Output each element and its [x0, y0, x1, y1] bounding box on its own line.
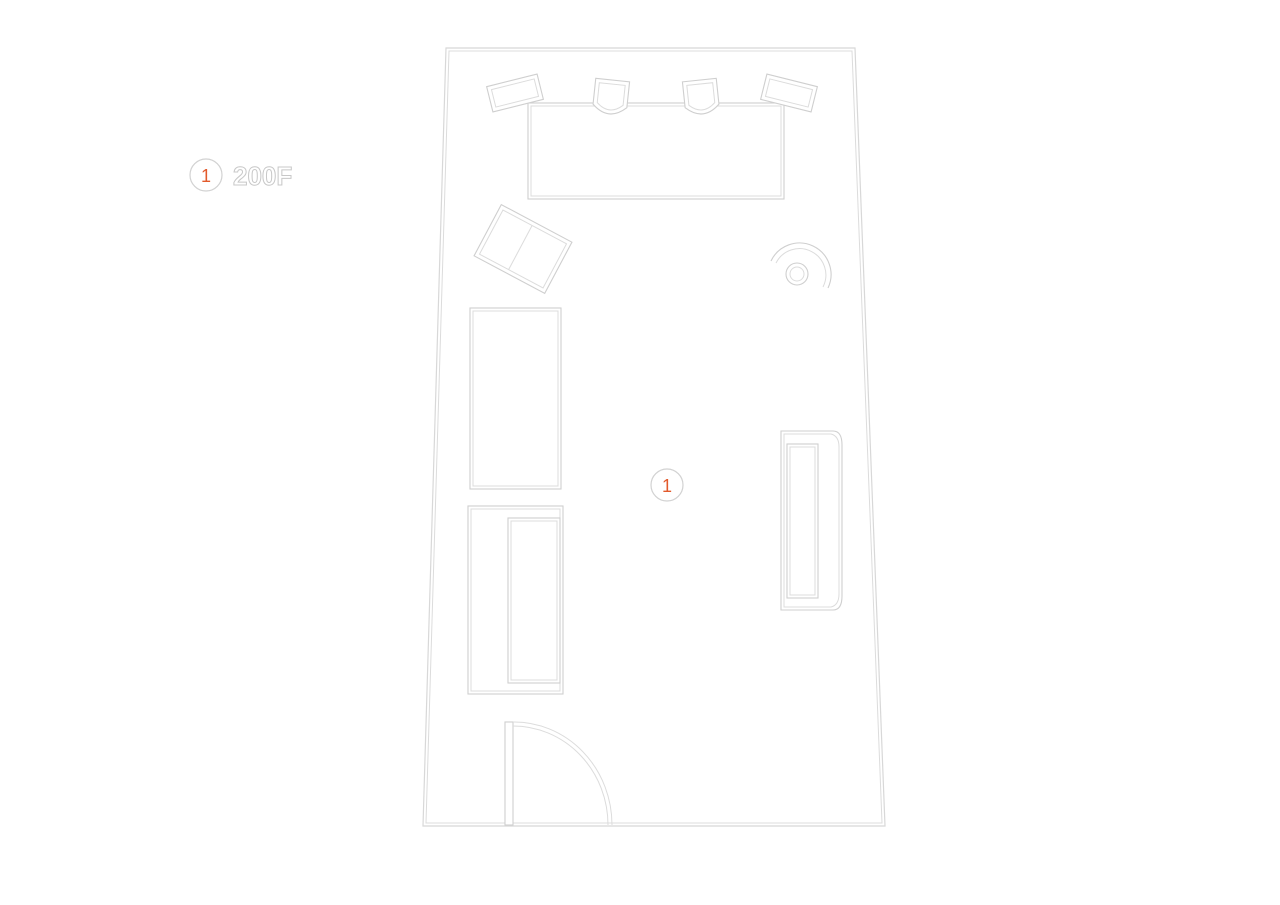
legend-marker-number: 1	[201, 166, 211, 186]
room-outline-inner	[425, 50, 883, 824]
chair-2[interactable]	[592, 77, 631, 115]
cabinet[interactable]	[469, 307, 562, 490]
armchair[interactable]	[473, 203, 573, 295]
legend-label: 200F	[233, 161, 292, 191]
sofa-right[interactable]	[780, 430, 843, 611]
legend-marker-circle	[189, 158, 223, 192]
room-marker-circle	[650, 468, 684, 502]
dining-set[interactable]	[485, 73, 819, 200]
table[interactable]	[527, 102, 785, 200]
chair-4[interactable]	[759, 73, 819, 113]
chair-1[interactable]	[485, 73, 545, 113]
room-marker[interactable]: 1	[650, 468, 684, 502]
door[interactable]	[504, 721, 613, 826]
legend: 1 200F	[189, 158, 293, 192]
room-marker-number: 1	[662, 476, 672, 496]
chair-3[interactable]	[681, 77, 720, 115]
lamp[interactable]	[770, 242, 832, 289]
sofa-left[interactable]	[467, 505, 564, 695]
